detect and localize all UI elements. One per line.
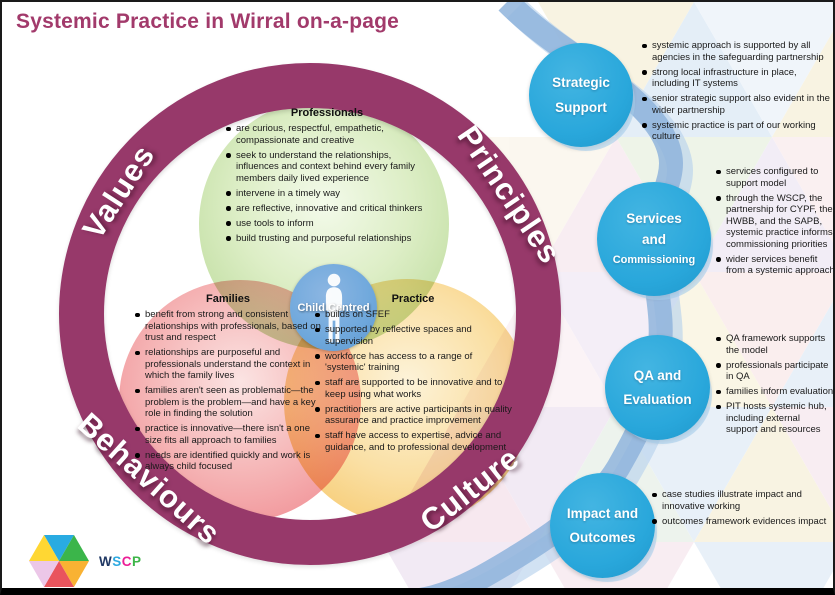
bullet-item: practitioners are active participants in… bbox=[313, 404, 513, 427]
practice-heading: Practice bbox=[391, 293, 435, 305]
practice-section: Practice builds on SFEF supported by refl… bbox=[313, 293, 513, 457]
bullet-item: families inform evaluation bbox=[714, 386, 833, 398]
strategic-support-bullet-list: systemic approach is supported by all ag… bbox=[640, 40, 833, 146]
pillar-title-line: QA and bbox=[633, 368, 682, 383]
bullet-item: wider services benefit from a systemic a… bbox=[714, 254, 833, 277]
bullet-item: relationships are purposeful and profess… bbox=[133, 347, 323, 382]
logo-letter: W bbox=[99, 553, 113, 569]
bullet-item: supported by reflective spaces and super… bbox=[313, 324, 513, 347]
bullet-item: services configured to support model bbox=[714, 166, 833, 189]
pillar-title-line: Outcomes bbox=[569, 530, 636, 545]
wscp-logo-text: WSCP bbox=[99, 554, 142, 569]
bullet-item: staff are supported to be innovative and… bbox=[313, 377, 513, 400]
pillar-title-line: Support bbox=[555, 100, 607, 115]
bullet-item: workforce has access to a range of 'syst… bbox=[313, 351, 513, 374]
qa-evaluation-bullet-list: QA framework supports the model professio… bbox=[714, 333, 833, 439]
professionals-section: Professionals are curious, respectful, e… bbox=[224, 107, 430, 248]
bullet-item: builds on SFEF bbox=[313, 309, 513, 321]
pillar-title-line: Services bbox=[626, 210, 682, 226]
practice-bullet-list: builds on SFEF supported by reflective sp… bbox=[313, 309, 513, 453]
page-title: Systemic Practice in Wirral on-a-page bbox=[16, 10, 400, 33]
bullet-item: are curious, respectful, empathetic, com… bbox=[224, 123, 430, 146]
wscp-hexagon-icon bbox=[29, 535, 89, 587]
bullet-item: are reflective, innovative and critical … bbox=[224, 203, 430, 215]
logo-letter: C bbox=[121, 553, 133, 569]
bullet-item: outcomes framework evidences impact bbox=[650, 516, 832, 528]
bullet-item: through the WSCP, the partnership for CY… bbox=[714, 193, 833, 251]
bullet-item: professionals participate in QA bbox=[714, 360, 833, 383]
impact-outcomes-bullet-list: case studies illustrate impact and innov… bbox=[650, 489, 832, 531]
pillar-title-line: Impact and bbox=[566, 506, 639, 521]
pillar-title-line: Strategic bbox=[552, 75, 610, 90]
bullet-item: QA framework supports the model bbox=[714, 333, 833, 356]
bullet-item: PIT hosts systemic hub, including extern… bbox=[714, 401, 833, 436]
bullet-item: practice is innovative—there isn't a one… bbox=[133, 423, 323, 446]
services-commissioning-bullet-list: services configured to support model thro… bbox=[714, 166, 833, 280]
logo-letter: P bbox=[132, 553, 142, 569]
bullet-item: families aren't seen as problematic—the … bbox=[133, 385, 323, 420]
wscp-logo: WSCP bbox=[28, 533, 142, 588]
professionals-heading: Professionals bbox=[290, 107, 364, 119]
bullet-item: seek to understand the relationships, in… bbox=[224, 150, 430, 185]
bullet-item: systemic approach is supported by all ag… bbox=[640, 40, 833, 63]
bullet-item: staff have access to expertise, advice a… bbox=[313, 430, 513, 453]
bullet-item: senior strategic support also evident in… bbox=[640, 93, 833, 116]
professionals-bullet-list: are curious, respectful, empathetic, com… bbox=[224, 123, 430, 244]
bullet-item: strong local infrastructure in place, in… bbox=[640, 67, 833, 90]
bullet-item: systemic practice is part of our working… bbox=[640, 120, 833, 143]
bullet-item: build trusting and purposeful relationsh… bbox=[224, 233, 430, 245]
bullet-item: benefit from strong and consistent relat… bbox=[133, 309, 323, 344]
pillar-title-line: and bbox=[641, 231, 666, 247]
logo-letter: S bbox=[112, 553, 122, 569]
families-bullet-list: benefit from strong and consistent relat… bbox=[133, 309, 323, 473]
families-heading: Families bbox=[205, 293, 251, 305]
families-section: Families benefit from strong and consist… bbox=[133, 293, 323, 476]
pillar-title-line: Commissioning bbox=[612, 253, 696, 266]
pillar-title-line: Evaluation bbox=[623, 392, 692, 407]
bullet-item: case studies illustrate impact and innov… bbox=[650, 489, 832, 512]
bullet-item: needs are identified quickly and work is… bbox=[133, 450, 323, 473]
bullet-item: intervene in a timely way bbox=[224, 188, 430, 200]
bullet-item: use tools to inform bbox=[224, 218, 430, 230]
